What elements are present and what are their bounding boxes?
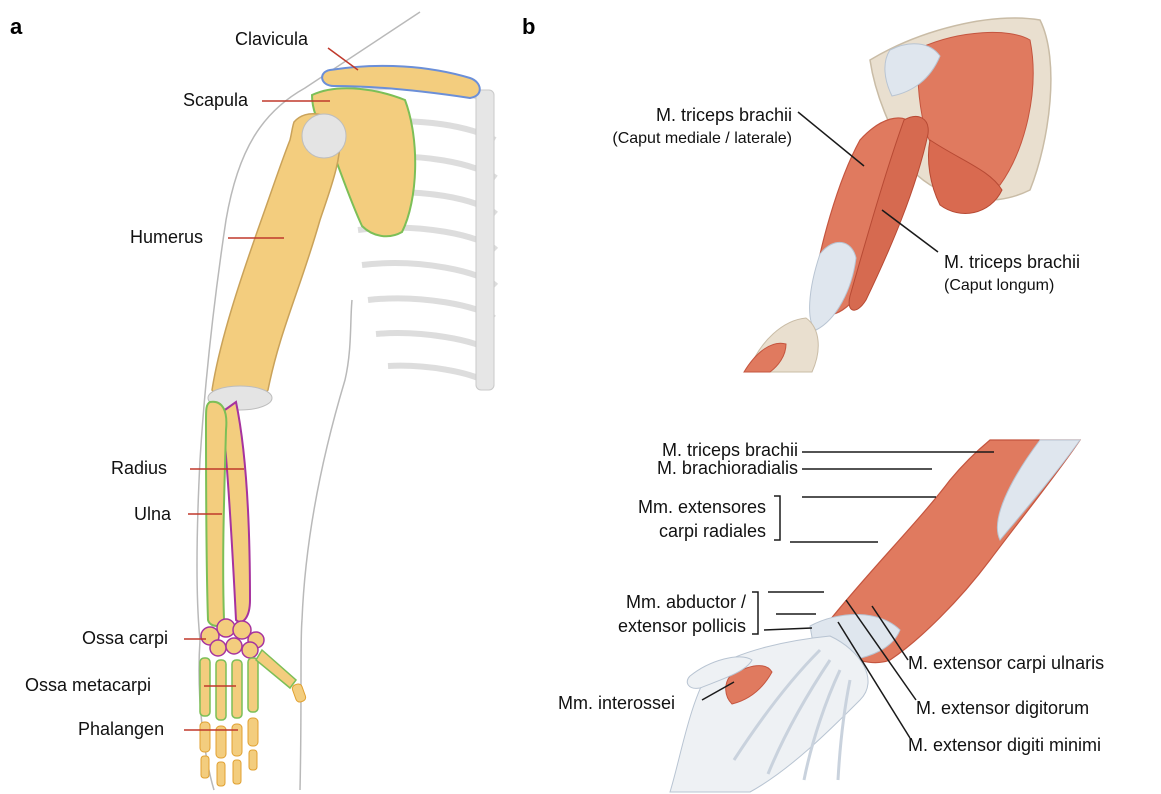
label-ext-carpi-rad-line2: carpi radiales xyxy=(580,519,766,543)
label-phalangen: Phalangen xyxy=(78,719,164,740)
label-triceps-medial-line1: M. triceps brachii xyxy=(576,103,792,127)
label-abductor-line2: extensor pollicis xyxy=(560,614,746,638)
label-triceps-long: M. triceps brachii (Caput longum) xyxy=(944,250,1080,298)
triceps-tendon xyxy=(810,242,856,330)
label-extensores-carpi-radiales: Mm. extensores carpi radiales xyxy=(580,495,766,543)
spine xyxy=(476,90,494,390)
label-triceps-medial-line2: (Caput mediale / laterale) xyxy=(576,127,792,151)
label-brachioradialis: M. brachioradialis xyxy=(600,458,798,479)
label-interossei: Mm. interossei xyxy=(558,693,675,714)
panel-a: a xyxy=(0,0,520,794)
label-ext-carpi-ulnaris: M. extensor carpi ulnaris xyxy=(908,653,1104,674)
label-ext-digiti-minimi: M. extensor digiti minimi xyxy=(908,735,1101,756)
label-scapula: Scapula xyxy=(183,90,248,111)
label-triceps-medial-lateral: M. triceps brachii (Caput mediale / late… xyxy=(576,103,792,151)
label-ulna: Ulna xyxy=(134,504,171,525)
label-ossa-metacarpi: Ossa metacarpi xyxy=(25,675,151,696)
label-ext-carpi-rad-line1: Mm. extensores xyxy=(580,495,766,519)
label-triceps-long-line2: (Caput longum) xyxy=(944,274,1080,298)
panel-b: b xyxy=(520,0,1161,794)
label-ossa-carpi: Ossa carpi xyxy=(82,628,168,649)
hand-bones xyxy=(200,650,296,720)
label-abductor-extensor-pollicis: Mm. abductor / extensor pollicis xyxy=(560,590,746,638)
label-radius: Radius xyxy=(111,458,167,479)
label-triceps-long-line1: M. triceps brachii xyxy=(944,250,1080,274)
label-ext-digitorum: M. extensor digitorum xyxy=(916,698,1089,719)
label-clavicula: Clavicula xyxy=(235,29,308,50)
humeral-head xyxy=(302,114,346,158)
upper-arm-illustration xyxy=(744,18,1051,372)
label-humerus: Humerus xyxy=(130,227,203,248)
label-abductor-line1: Mm. abductor / xyxy=(560,590,746,614)
